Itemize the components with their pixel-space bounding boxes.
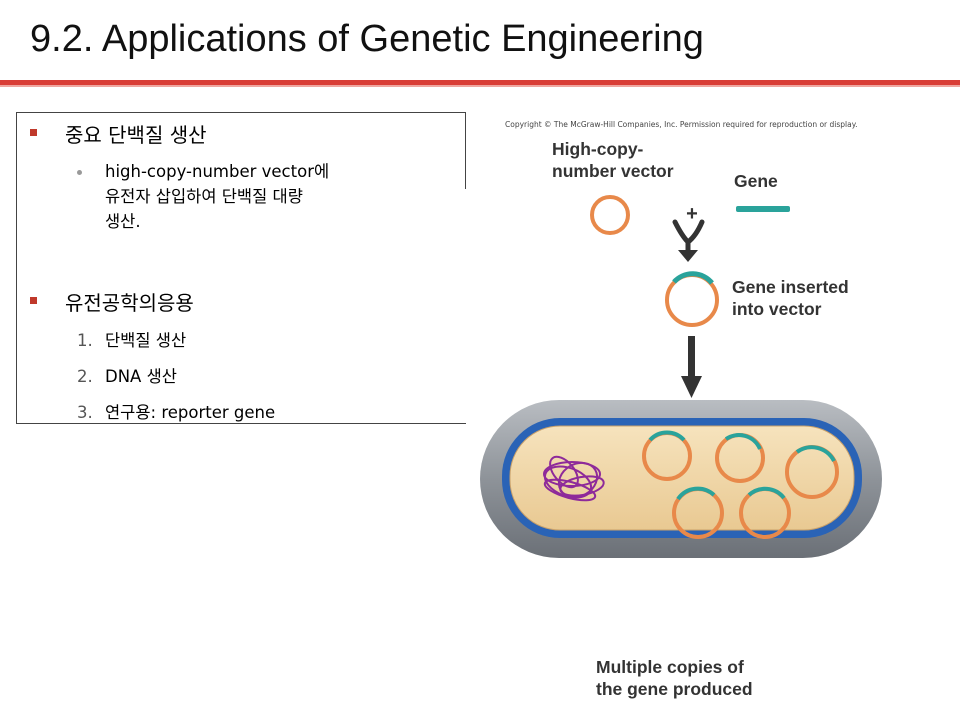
section-bullet-square	[30, 297, 37, 304]
label-multiple-copies: Multiple copies of the gene produced	[596, 656, 753, 700]
label-gene: Gene	[734, 171, 778, 191]
item-number: 2.	[77, 367, 93, 386]
slide-title: 9.2. Applications of Genetic Engineering	[30, 18, 704, 60]
label-gene-inserted: Gene inserted into vector	[732, 276, 849, 320]
item-text: 연구용: reporter gene	[105, 403, 276, 422]
merge-arrow-head	[678, 250, 698, 262]
text-box: 중요 단백질 생산 high-copy-number vector에 유전자 삽…	[16, 112, 466, 424]
plasmid-copy	[785, 445, 839, 499]
label-line: number vector	[552, 161, 674, 181]
plasmid-copy	[715, 433, 765, 483]
inserted-gene-segment	[672, 271, 714, 285]
sub-bullet-dot	[77, 170, 82, 175]
plus-sign: +	[686, 203, 698, 225]
numbered-item: 2. DNA 생산	[77, 363, 177, 387]
section-heading: 중요 단백질 생산	[65, 123, 207, 147]
plasmid-copy	[739, 486, 791, 539]
item-text: 단백질 생산	[105, 331, 187, 350]
label-line: into vector	[732, 299, 822, 319]
high-copy-vector-plasmid	[590, 195, 630, 235]
gene-fragment	[736, 206, 790, 212]
label-line: Multiple copies of	[596, 657, 744, 677]
bullet-text-line-2: 유전자 삽입하여 단백질 대량	[105, 187, 303, 206]
down-arrow-shaft	[688, 336, 695, 380]
gene-cloning-figure: Copyright © The McGraw-Hill Companies, I…	[470, 100, 950, 710]
plasmid-copy	[672, 486, 724, 539]
plasmid-copy	[642, 430, 692, 481]
label-line: Gene inserted	[732, 277, 849, 297]
copyright-notice: Copyright © The McGraw-Hill Companies, I…	[505, 120, 858, 129]
numbered-item: 1. 단백질 생산	[77, 327, 186, 351]
numbered-item: 3. 연구용: reporter gene	[77, 399, 275, 423]
label-line: High-copy-	[552, 139, 644, 159]
bullet-text-line-3: 생산.	[105, 212, 141, 231]
bacterial-chromosome	[543, 455, 605, 502]
item-number: 1.	[77, 331, 93, 350]
down-arrow-head	[681, 376, 702, 398]
merge-arrow	[672, 219, 705, 259]
cytoplasm	[509, 425, 855, 531]
item-number: 3.	[77, 403, 93, 422]
bullet-text-line-1: high-copy-number vector에	[105, 162, 330, 181]
title-rule	[0, 80, 960, 87]
label-high-copy-vector: High-copy- number vector	[552, 138, 674, 182]
section-bullet-square	[30, 129, 37, 136]
label-line: the gene produced	[596, 679, 753, 699]
plasmid-copies	[642, 430, 839, 539]
item-text: DNA 생산	[105, 367, 177, 386]
cloning-diagram: +	[480, 195, 882, 558]
section-heading: 유전공학의응용	[65, 291, 194, 315]
